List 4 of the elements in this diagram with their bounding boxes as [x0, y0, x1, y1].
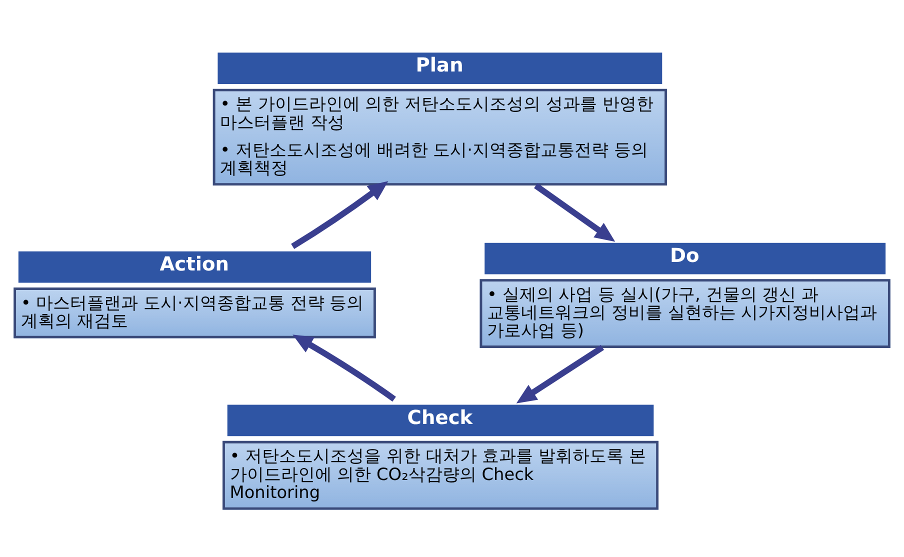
arrow	[534, 183, 616, 242]
arrow	[516, 344, 604, 404]
arrow	[291, 181, 388, 249]
arrow	[292, 334, 396, 402]
